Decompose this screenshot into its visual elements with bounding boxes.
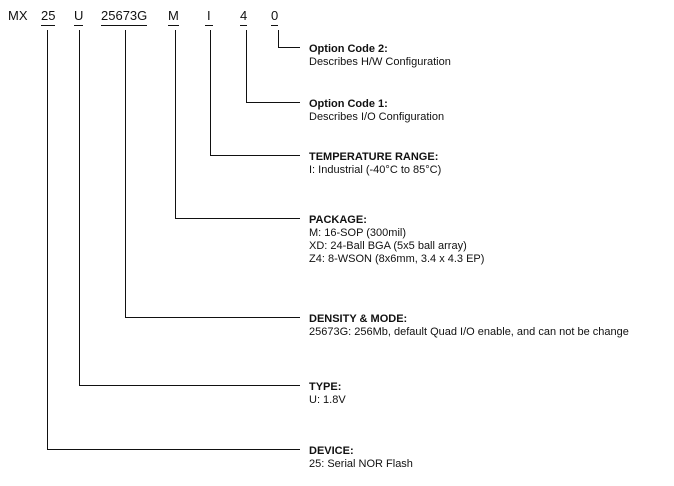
field-option-code-2: Option Code 2: Describes H/W Configurati… [309, 43, 451, 69]
part-segment-temperature: I [205, 8, 213, 26]
field-title: PACKAGE: [309, 214, 367, 226]
field-desc: Z4: 8-WSON (8x6mm, 3.4 x 4.3 EP) [309, 253, 485, 265]
field-title: Option Code 2: [309, 43, 388, 55]
field-desc: M: 16-SOP (300mil) [309, 227, 406, 239]
part-segment-type: U [74, 8, 84, 26]
part-segment-device: 25 [41, 8, 56, 26]
field-desc: XD: 24-Ball BGA (5x5 ball array) [309, 240, 467, 252]
field-temperature-range: TEMPERATURE RANGE: I: Industrial (-40°C … [309, 151, 441, 177]
field-device: DEVICE: 25: Serial NOR Flash [309, 445, 413, 471]
field-title: DENSITY & MODE: [309, 313, 408, 325]
part-segment-density: 25673G [101, 8, 148, 26]
field-option-code-1: Option Code 1: Describes I/O Configurati… [309, 98, 444, 124]
field-density-mode: DENSITY & MODE: 25673G: 256Mb, default Q… [309, 313, 629, 339]
field-title: TEMPERATURE RANGE: [309, 151, 439, 163]
part-segment-package: M [168, 8, 179, 26]
field-desc: Describes I/O Configuration [309, 111, 445, 123]
part-segment-option1: 4 [240, 8, 248, 26]
part-segment-option2: 0 [271, 8, 279, 26]
field-desc: 25: Serial NOR Flash [309, 458, 413, 470]
field-desc: 25673G: 256Mb, default Quad I/O enable, … [309, 326, 629, 338]
connector-density [125, 30, 300, 318]
field-desc: Describes H/W Configuration [309, 56, 451, 68]
connector-type [79, 30, 300, 386]
connector-option1 [246, 30, 300, 103]
connector-option2 [278, 30, 300, 48]
field-desc: U: 1.8V [309, 394, 346, 406]
connector-package [175, 30, 300, 219]
field-type: TYPE: U: 1.8V [309, 381, 346, 407]
field-title: DEVICE: [309, 445, 354, 457]
field-title: Option Code 1: [309, 98, 388, 110]
field-package: PACKAGE: M: 16-SOP (300mil) XD: 24-Ball … [309, 214, 484, 266]
field-title: TYPE: [309, 381, 342, 393]
part-prefix: MX [8, 8, 28, 23]
connector-temperature [210, 30, 300, 156]
connector-device [47, 30, 300, 450]
field-desc: I: Industrial (-40°C to 85°C) [309, 164, 442, 176]
